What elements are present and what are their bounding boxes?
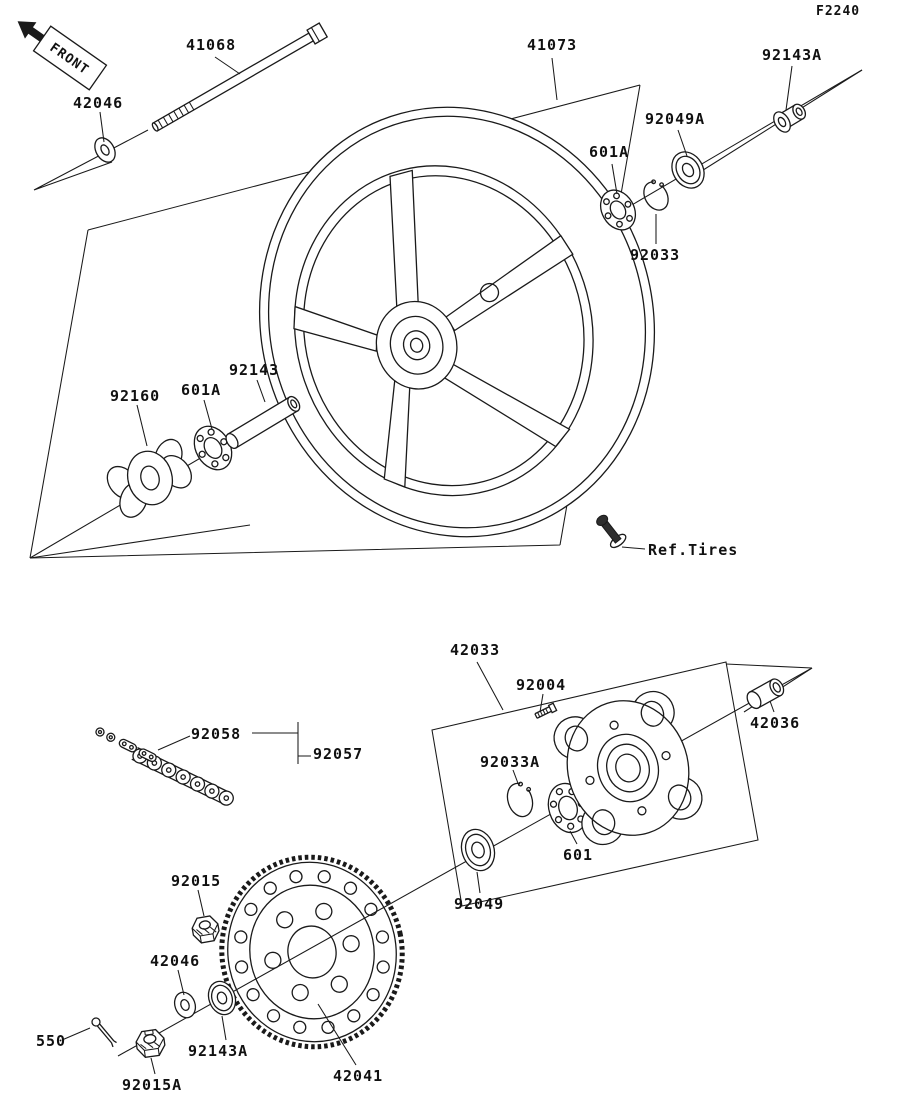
rear-wheel-drawing: [258, 106, 656, 538]
cotter-pin-drawing: [91, 1017, 117, 1048]
figure-code: F2240: [816, 4, 861, 19]
leader-lines-bottom: [61, 661, 775, 1075]
sprocket-nut-drawing: [191, 915, 220, 944]
part-label-92143A-bottom: 92143A: [188, 1042, 249, 1060]
circlip-drawing-92033: [643, 178, 669, 211]
part-label-41068: 41068: [186, 36, 237, 54]
chain-link-drawing: [95, 727, 157, 763]
ref-tires-label: Ref.Tires: [648, 541, 739, 559]
part-label-92015: 92015: [171, 872, 222, 890]
part-label-92057: 92057: [313, 745, 364, 763]
front-arrow-icon: [17, 21, 45, 42]
part-label-92015A: 92015A: [122, 1076, 183, 1094]
part-label-92160: 92160: [110, 387, 161, 405]
wheel-bearing-left-drawing: [193, 425, 233, 471]
part-label-92049A: 92049A: [645, 110, 706, 128]
front-box: [32, 25, 108, 91]
wheel-bearing-right-drawing: [599, 189, 637, 231]
part-label-92049: 92049: [454, 895, 505, 913]
axle-nut-drawing: [135, 1028, 166, 1059]
leader-lines-top: [99, 56, 793, 550]
part-label-41073: 41073: [527, 36, 578, 54]
part-label-92058: 92058: [191, 725, 242, 743]
sprocket-drawing: [219, 854, 405, 1050]
part-label-92033: 92033: [630, 246, 681, 264]
washer-drawing-92143A: [207, 980, 237, 1016]
sprocket-hub-drawing: [553, 690, 703, 846]
coupling-damper-drawing: [106, 438, 193, 518]
part-label-550: 550: [36, 1032, 67, 1050]
part-label-92143: 92143: [229, 361, 280, 379]
part-label-42033: 42033: [450, 641, 501, 659]
part-label-42036: 42036: [750, 714, 801, 732]
axle-bolt-drawing: [151, 22, 329, 132]
collar-drawing-42036: [746, 678, 785, 710]
part-label-92004: 92004: [516, 676, 567, 694]
part-label-601A-left: 601A: [181, 381, 222, 399]
part-label-601A-right: 601A: [589, 143, 630, 161]
tire-valve-drawing: [596, 514, 627, 549]
circlip-drawing-92033A: [506, 780, 534, 818]
part-label-92033A: 92033A: [480, 753, 541, 771]
part-label-601: 601: [563, 846, 594, 864]
front-indicator: FRONT: [17, 21, 108, 91]
grease-seal-drawing-92049A: [671, 151, 705, 189]
part-label-42041: 42041: [333, 1067, 384, 1085]
center-collar-drawing: [225, 395, 301, 449]
part-label-42046-bottom: 42046: [150, 952, 201, 970]
stud-drawing: [534, 702, 558, 719]
sprocket-washer-drawing: [173, 991, 197, 1019]
part-label-92143A-top: 92143A: [762, 46, 823, 64]
axle-washer-drawing: [94, 137, 116, 163]
part-label-42046-top: 42046: [73, 94, 124, 112]
grease-seal-drawing-92049: [460, 828, 496, 872]
